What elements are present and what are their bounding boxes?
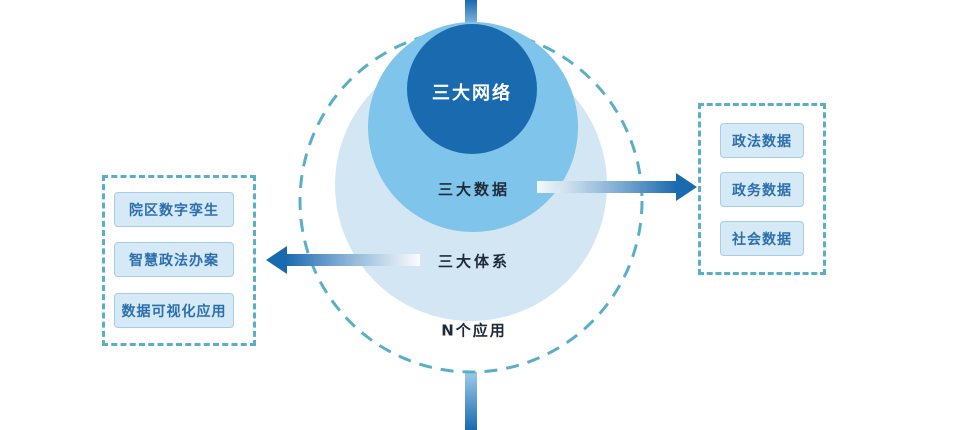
app-item-smart-case-handling: 智慧政法办案 [114,242,234,277]
bottom-connector-bar [465,372,477,430]
left-arrow-head-icon [266,246,287,274]
left-arrow-shaft [285,254,420,266]
system-label: 三大体系 [437,252,511,271]
network-label: 三大网络 [432,83,512,104]
apps-label: N个应用 [441,321,507,340]
app-item-data-visualization: 数据可视化应用 [114,293,234,328]
applications-panel: 院区数字孪生 智慧政法办案 数据可视化应用 [102,175,256,346]
data-sources-panel: 政法数据 政务数据 社会数据 [698,103,826,275]
data-label: 三大数据 [437,180,511,199]
data-item-political-legal: 政法数据 [720,123,804,158]
right-arrow-head-icon [676,173,697,201]
app-item-digital-twin: 院区数字孪生 [114,192,234,227]
right-arrow-shaft [537,181,677,193]
network-circle [407,24,537,154]
outer-dashed-ring [298,28,644,374]
data-item-government: 政务数据 [720,172,804,207]
data-item-social: 社会数据 [720,221,804,256]
